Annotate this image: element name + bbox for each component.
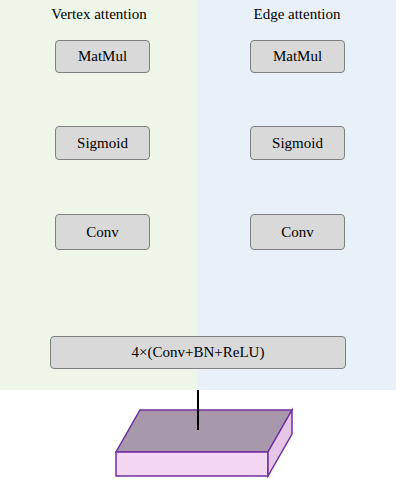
slab-side — [268, 410, 292, 476]
panel-title: Edge attention — [198, 6, 396, 23]
conv-box: Conv — [55, 214, 150, 250]
panel-title: Vertex attention — [0, 6, 198, 23]
box-label: 4×(Conv+BN+ReLU) — [132, 344, 265, 361]
matmul-box: MatMul — [250, 40, 345, 73]
box-label: Conv — [86, 224, 119, 241]
vertex-panel: Vertex attentionMatMulSigmoidConv — [0, 0, 198, 390]
conv-box: Conv — [250, 214, 345, 250]
box-label: Sigmoid — [272, 135, 323, 152]
box-label: MatMul — [273, 48, 322, 65]
matmul-box: MatMul — [55, 40, 150, 73]
box-label: Conv — [281, 224, 314, 241]
edge-panel: Edge attentionMatMulSigmoidConv — [198, 0, 396, 390]
box-label: MatMul — [78, 48, 127, 65]
box-label: Sigmoid — [77, 135, 128, 152]
slab-top — [116, 410, 292, 452]
backbone-box: 4×(Conv+BN+ReLU) — [50, 336, 346, 369]
sigmoid-box: Sigmoid — [250, 126, 345, 160]
slab-front — [116, 452, 268, 476]
sigmoid-box: Sigmoid — [55, 126, 150, 160]
